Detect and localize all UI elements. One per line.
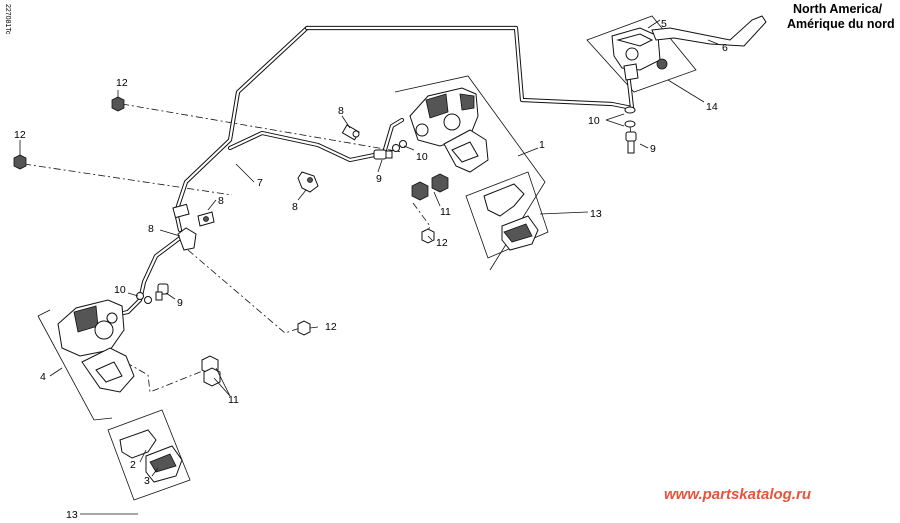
callout-12-b: 12 xyxy=(14,129,26,141)
callout-9-front: 9 xyxy=(177,297,183,309)
callout-4: 4 xyxy=(40,371,46,383)
callout-14: 14 xyxy=(706,101,718,113)
callout-10-rear: 10 xyxy=(416,151,428,163)
callout-8-front-a: 8 xyxy=(218,195,224,207)
rear-brake-pads-13 xyxy=(483,183,539,251)
callout-2: 2 xyxy=(130,459,136,471)
callout-7: 7 xyxy=(257,177,263,189)
rear-caliper-1 xyxy=(409,87,489,173)
watermark: www.partskatalog.ru xyxy=(664,486,811,503)
callout-numbers: 12 12 8 8 8 8 7 9 10 1 11 12 13 10 9 12 … xyxy=(14,18,728,521)
bolt-12-a xyxy=(111,96,125,112)
brake-lever-6 xyxy=(651,15,767,47)
bolt-12-d xyxy=(297,320,311,336)
bolt-11-rear xyxy=(411,173,449,201)
frame-front-pads xyxy=(107,409,191,501)
clamp-8-front-a xyxy=(172,203,215,227)
region-title-line1: North America/ xyxy=(793,2,883,16)
master-cylinder-5 xyxy=(611,27,668,81)
callout-12-c: 12 xyxy=(436,237,448,249)
callout-3: 3 xyxy=(144,475,150,487)
callout-8-front-b: 8 xyxy=(148,223,154,235)
callout-1: 1 xyxy=(539,139,545,151)
region-title-line2: Amérique du nord xyxy=(787,17,895,31)
frame-front-caliper xyxy=(37,309,113,421)
callout-11-rear: 11 xyxy=(440,206,451,218)
callout-9-master: 9 xyxy=(650,143,656,155)
bolt-11-front xyxy=(201,355,221,387)
frame-rear-pads xyxy=(465,171,549,259)
leader-lines xyxy=(19,19,719,515)
front-brake-pad-2 xyxy=(119,429,157,459)
banjo-bolt-9-master xyxy=(625,131,637,154)
frame-master-cylinder xyxy=(586,15,697,93)
front-caliper-4 xyxy=(57,299,135,393)
callout-10-master: 10 xyxy=(588,115,600,127)
washer-10-rear xyxy=(392,140,407,152)
clamp-8-upper xyxy=(341,124,360,141)
banjo-bolt-9-rear xyxy=(373,149,393,160)
callout-10-front: 10 xyxy=(114,284,126,296)
clamp-8-middle xyxy=(297,171,319,193)
banjo-bolt-9-front xyxy=(155,283,169,301)
brake-line-front xyxy=(107,235,183,319)
callout-8-middle: 8 xyxy=(292,201,298,213)
callout-6: 6 xyxy=(722,42,728,54)
callout-9-rear: 9 xyxy=(376,173,382,185)
callout-13-rear: 13 xyxy=(590,208,602,220)
clamp-8-front-b xyxy=(177,227,197,251)
callout-8-upper: 8 xyxy=(338,105,344,117)
bolt-12-b xyxy=(13,154,27,170)
callout-12-d: 12 xyxy=(325,321,337,333)
callout-13-front: 13 xyxy=(66,509,78,521)
callout-12-a: 12 xyxy=(116,77,128,89)
callout-11-front: 11 xyxy=(228,394,239,406)
front-brake-pad-3 xyxy=(145,445,183,483)
washer-10-master xyxy=(624,106,636,128)
washer-10-front xyxy=(136,292,152,304)
drawing-number: 227081Tc xyxy=(4,4,11,35)
callout-5: 5 xyxy=(661,18,667,30)
brake-line-7 xyxy=(173,25,635,233)
